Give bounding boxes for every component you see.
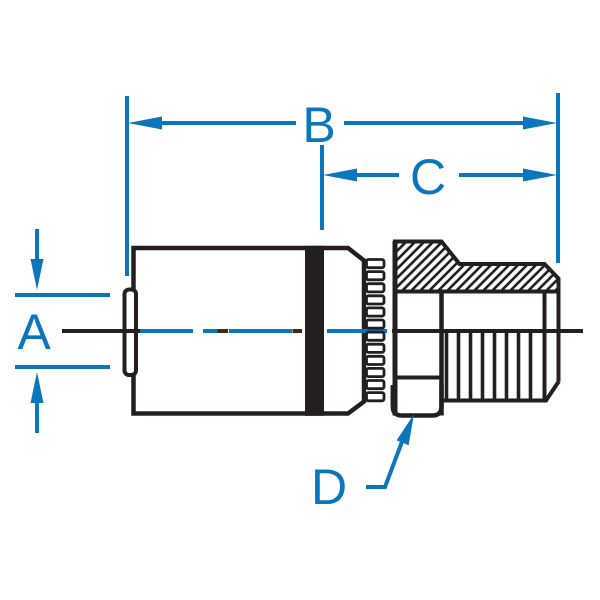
serration: [365, 306, 386, 318]
crimp-band: [305, 245, 324, 416]
dimension-label-d: D: [311, 459, 347, 515]
serration: [365, 354, 386, 366]
serration: [365, 379, 386, 391]
serration: [365, 391, 386, 403]
serration: [365, 258, 386, 270]
dimension-label-a: A: [17, 304, 51, 360]
dimension-a: A: [15, 229, 110, 433]
serration: [365, 294, 386, 306]
arrowhead-up-icon: [30, 372, 44, 403]
arrowhead-right-icon: [523, 116, 557, 130]
arrowhead-down-icon: [30, 259, 44, 290]
serration: [365, 282, 386, 294]
serration: [365, 342, 386, 354]
serration: [365, 366, 386, 378]
serration-column: [365, 258, 386, 403]
arrowhead-right-icon: [523, 168, 557, 182]
arrowhead-left-icon: [323, 168, 357, 182]
serration: [365, 330, 386, 342]
arrowhead-leader-icon: [396, 414, 414, 446]
callout-d: D: [311, 414, 414, 515]
section-hatch-upper: [393, 239, 561, 294]
dimension-label-c: C: [410, 149, 446, 205]
leader-line: [366, 430, 408, 489]
thread-crests: [444, 333, 533, 399]
dimension-b: B: [125, 93, 560, 276]
serration: [365, 270, 386, 282]
arrowhead-left-icon: [128, 116, 162, 130]
dimension-c: C: [320, 145, 557, 230]
hex-and-thread: [390, 239, 561, 418]
serration: [365, 318, 386, 330]
hex-bottom-flat: [390, 385, 444, 418]
thread-bottom-profile: [441, 379, 561, 403]
dimension-label-b: B: [302, 97, 335, 153]
